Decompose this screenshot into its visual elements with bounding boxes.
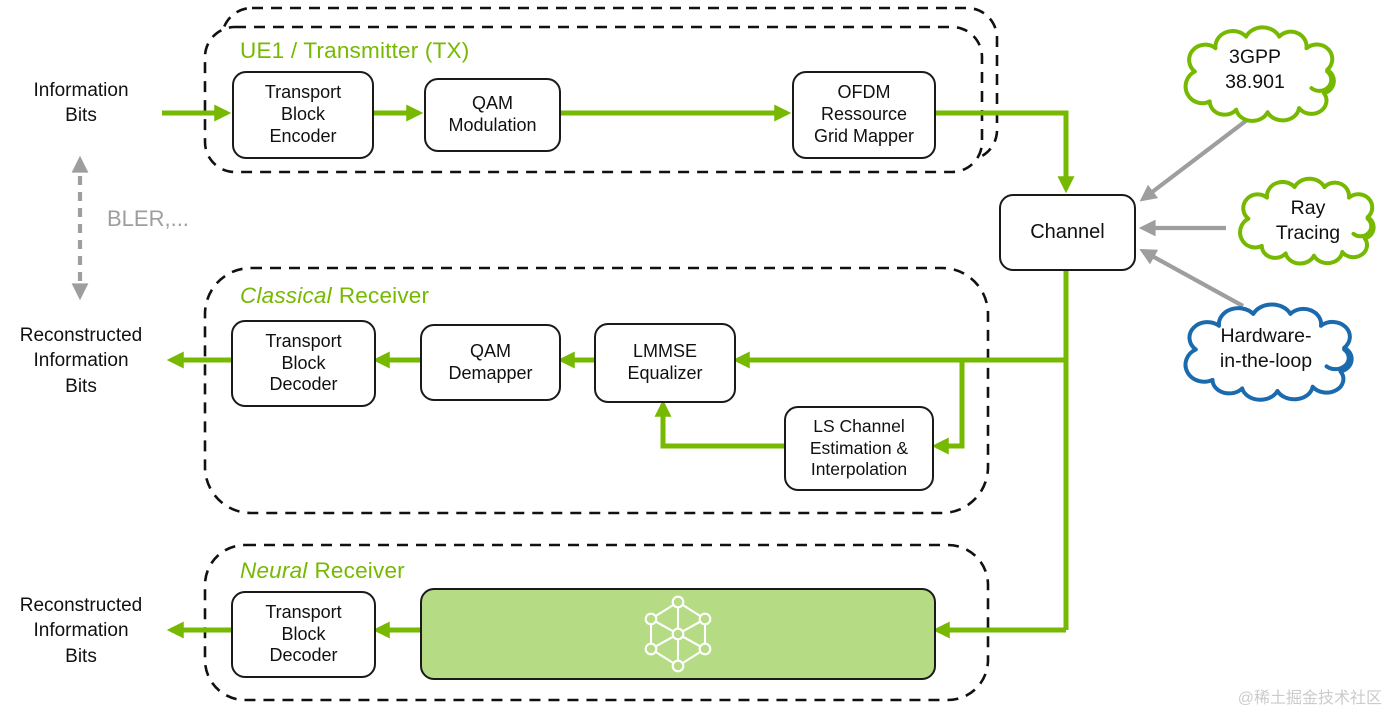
reconstructed-bits-neural-label: Reconstructed Information Bits	[19, 595, 143, 667]
cloud-arrows	[1138, 118, 1249, 308]
neural-title-italic: Neural	[240, 558, 308, 583]
qam-modulation-box: QAM Modulation	[424, 78, 561, 152]
ofdm-resource-grid-mapper-box: OFDM Ressource Grid Mapper	[792, 71, 936, 159]
transmitter-title-text: UE1 / Transmitter (TX)	[240, 38, 470, 63]
watermark: @稀土掘金技术社区	[1237, 690, 1382, 707]
neural-network-icon	[644, 595, 712, 673]
cloud-3gpp-shape	[1170, 20, 1352, 128]
cloud-ray-tracing-label: Ray Tracing	[1275, 196, 1341, 244]
transport-block-encoder-box: Transport Block Encoder	[232, 71, 374, 159]
arrow-ofdm-to-channel	[932, 110, 1075, 194]
transport-block-decoder-classical-box: Transport Block Decoder	[231, 320, 376, 407]
bler-label: BLER,...	[107, 206, 189, 231]
cloud-ray-tracing-shape	[1226, 172, 1390, 270]
arrow-3gpp-to-channel	[1139, 118, 1249, 202]
arrow-branch-to-ls-estimation	[931, 360, 965, 455]
classical-title-italic: Classical	[240, 283, 332, 308]
channel-box: Channel	[999, 194, 1136, 271]
neural-network-box	[420, 588, 936, 680]
tx-container	[203, 25, 984, 174]
transmitter-title: UE1 / Transmitter (TX)	[240, 38, 469, 64]
information-bits-label: Information Bits	[33, 80, 129, 127]
green-connectors	[162, 104, 1075, 639]
arrow-ls-to-lmmse	[654, 399, 784, 449]
reconstructed-bits-classical-label: Reconstructed Information Bits	[19, 325, 143, 397]
arrow-hil-to-channel	[1139, 248, 1245, 308]
neural-title-rest: Receiver	[314, 558, 405, 583]
ls-channel-estimation-box: LS Channel Estimation & Interpolation	[784, 406, 934, 491]
cloud-hardware-in-the-loop-shape	[1168, 297, 1372, 407]
qam-demapper-box: QAM Demapper	[420, 324, 561, 401]
cloud-3gpp-label: 3GPP 38.901	[1225, 45, 1285, 93]
classical-title-rest: Receiver	[338, 283, 430, 308]
lmmse-equalizer-box: LMMSE Equalizer	[594, 323, 736, 403]
transport-block-decoder-neural-box: Transport Block Decoder	[231, 591, 376, 678]
cloud-hardware-in-the-loop-label: Hardware- in-the-loop	[1219, 324, 1313, 372]
